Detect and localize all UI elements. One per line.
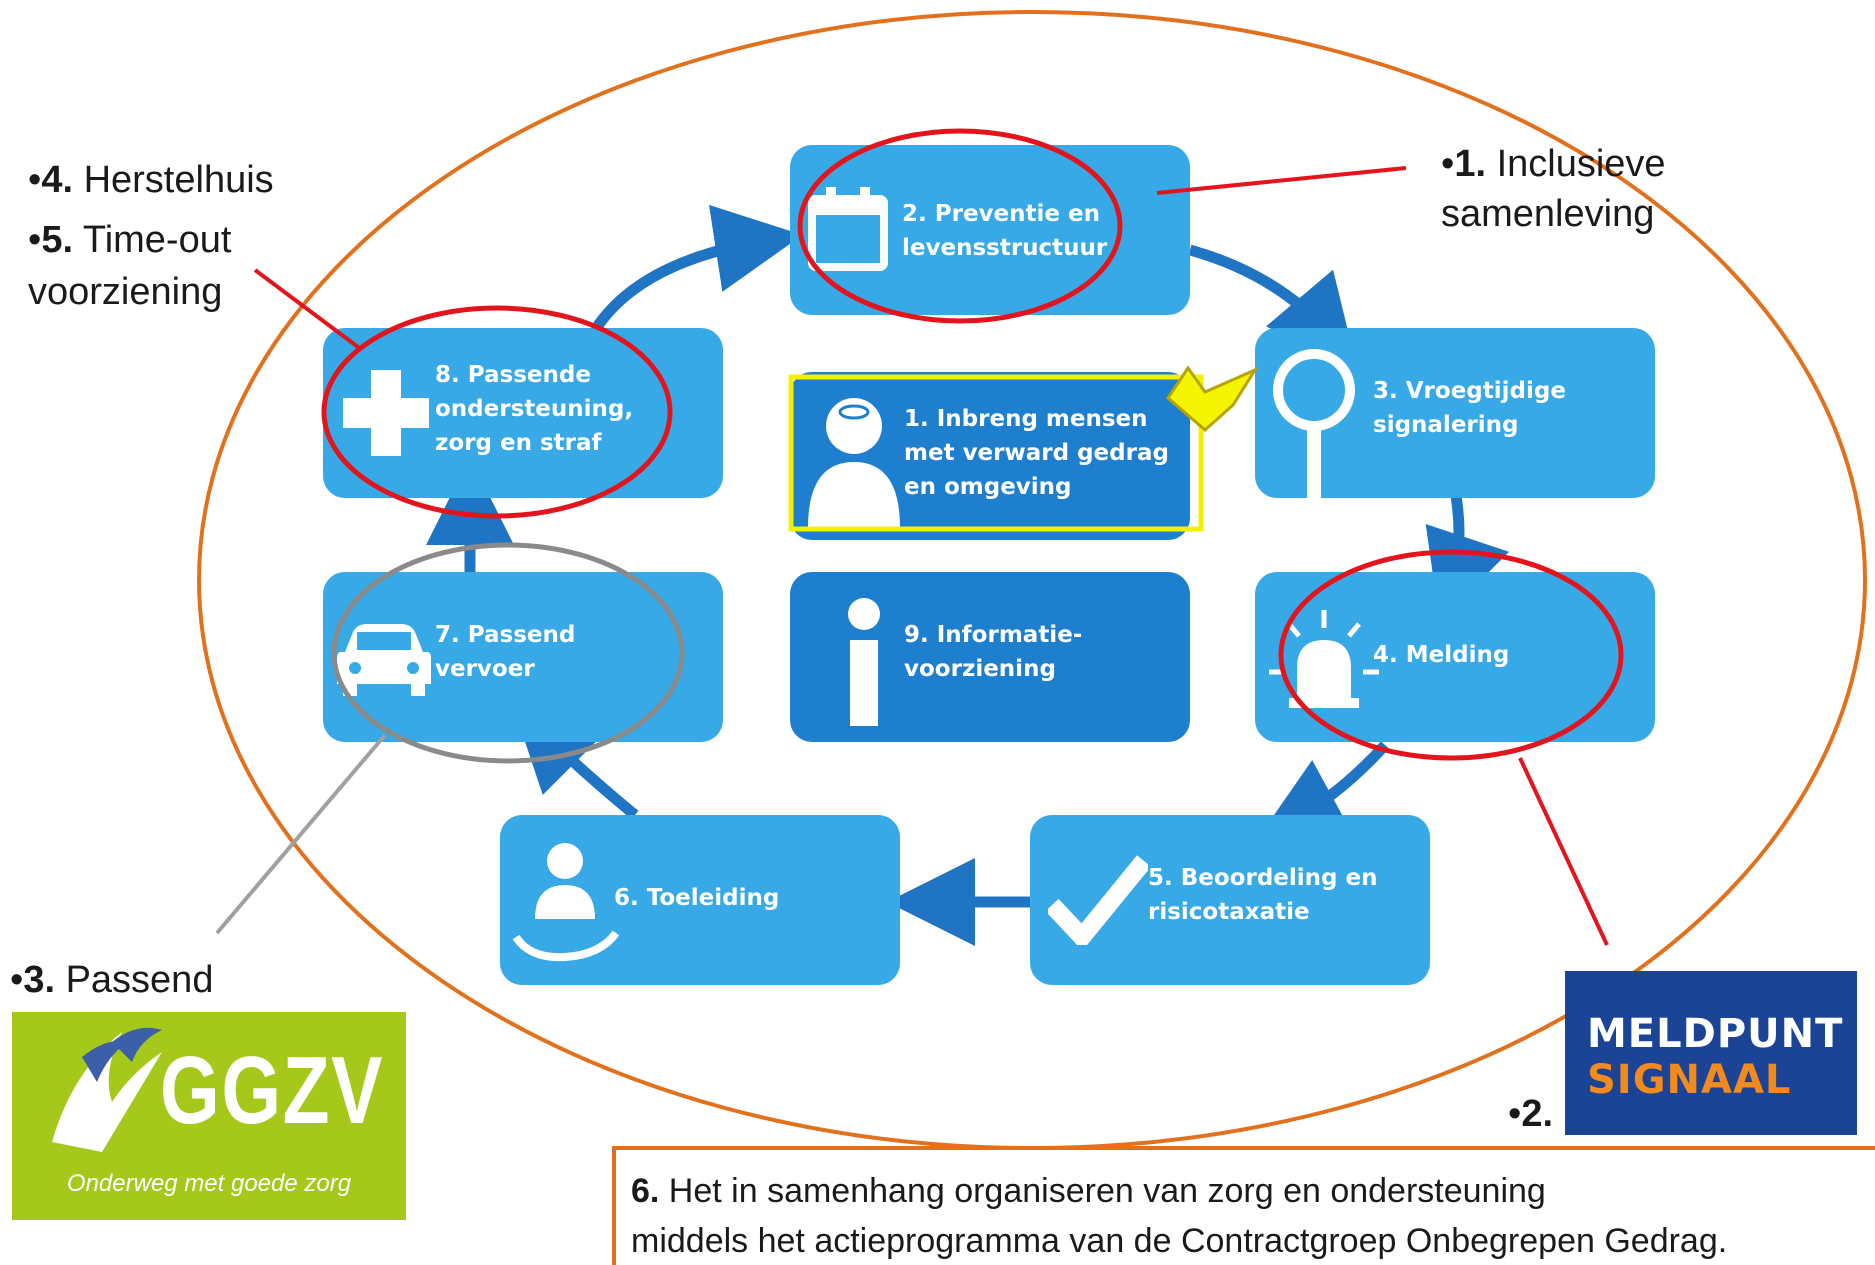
card-7-passend-vervoer: 7. Passend vervoer [323, 572, 723, 742]
info-icon [848, 598, 880, 726]
note-3-passend: •3. Passend [10, 958, 213, 1002]
note-5-time-out: •5. Time-out [28, 218, 231, 262]
meldpunt-line-2: SIGNAAL [1587, 1057, 1792, 1103]
siren-icon [1269, 610, 1379, 708]
note-2: •2. [1508, 1092, 1553, 1136]
red-ellipse-card-2 [797, 128, 1123, 324]
meldpunt-line-1: MELDPUNT [1587, 1011, 1844, 1057]
note-4-number: 4. [41, 159, 74, 201]
gray-line-note-3 [215, 733, 387, 935]
note-bullet: • [1508, 1093, 1522, 1135]
arrow-8-to-2 [590, 204, 803, 334]
note-4-text: Herstelhuis [73, 159, 274, 201]
yellow-highlight-box [788, 374, 1204, 532]
note-2-number: 2. [1521, 1093, 1554, 1135]
card-1-label: 1. Inbreng mensen met verward gedrag en … [904, 406, 1169, 500]
car-icon [337, 624, 431, 696]
ggzv-logo: GGZV Onderweg met goede zorg [12, 1012, 406, 1220]
note-5-line-2: voorziening [28, 271, 223, 313]
red-line-note-1 [1156, 166, 1407, 195]
bottom-note-text-1: Het in samenhang organiseren van zorg en… [659, 1172, 1546, 1210]
card-8-passende-ondersteuning: 8. Passende ondersteuning, zorg en straf [323, 328, 723, 498]
medical-cross-icon [343, 370, 429, 456]
card-6-toeleiding: 6. Toeleiding [500, 815, 900, 985]
note-3-number: 3. [23, 959, 56, 1001]
bottom-note-box: 6. Het in samenhang organiseren van zorg… [612, 1146, 1875, 1265]
ggzv-figure-icon [52, 1027, 162, 1152]
card-2-preventie: 2. Preventie en levensstructuur [790, 145, 1190, 315]
card-8-label: 8. Passende ondersteuning, zorg en straf [435, 362, 634, 456]
red-line-note-5 [253, 268, 364, 352]
calendar-icon [808, 187, 888, 271]
card-5-beoordeling: 5. Beoordeling en risicotaxatie [1030, 815, 1430, 985]
magnifier-icon [1273, 349, 1355, 507]
note-1-inclusieve-samenleving: •1. Inclusieve [1441, 142, 1666, 186]
note-bullet: • [28, 159, 42, 201]
note-5-number: 5. [41, 219, 74, 261]
meldpunt-signaal-logo: MELDPUNT SIGNAAL [1565, 971, 1857, 1135]
card-9-label: 9. Informatie- voorziening [904, 622, 1083, 682]
person-icon [808, 398, 900, 528]
card-7-label: 7. Passend vervoer [435, 622, 576, 682]
person-on-hand-icon [512, 843, 620, 962]
note-bullet: • [10, 959, 24, 1001]
ggzv-tagline: Onderweg met goede zorg [66, 1170, 352, 1197]
card-3-label: 3. Vroegtijdige signalering [1373, 378, 1566, 438]
card-5-label: 5. Beoordeling en risicotaxatie [1148, 865, 1378, 925]
card-3-vroegtijdige-signalering: 3. Vroegtijdige signalering [1255, 328, 1655, 507]
card-2-label: 2. Preventie en levensstructuur [902, 201, 1108, 261]
note-1-number: 1. [1454, 143, 1487, 185]
note-5-text: Time-out [73, 219, 232, 261]
note-4-herstelhuis: •4. Herstelhuis [28, 158, 274, 202]
card-1-inbreng: 1. Inbreng mensen met verward gedrag en … [790, 372, 1190, 540]
checkmark-icon [1048, 855, 1148, 945]
note-1-line-2: samenleving [1441, 193, 1655, 235]
note-3-text: Passend [55, 959, 214, 1001]
note-1-text: Inclusieve [1486, 143, 1666, 185]
gray-ellipse-card-7 [331, 542, 685, 764]
note-bullet: • [28, 219, 42, 261]
card-4-label: 4. Melding [1373, 642, 1510, 668]
arrow-2-to-3 [1188, 244, 1357, 366]
note-bullet: • [1441, 143, 1455, 185]
red-line-note-2 [1518, 757, 1609, 946]
red-ellipse-card-4 [1278, 549, 1624, 761]
ggzv-wordmark: GGZV [160, 1037, 385, 1144]
card-9-informatievoorziening: 9. Informatie- voorziening [790, 572, 1190, 742]
red-ellipse-card-8 [321, 305, 673, 519]
bottom-note-line-2: middels het actieprogramma van de Contra… [631, 1222, 1728, 1260]
bottom-note-number: 6. [631, 1172, 660, 1210]
yellow-pointer-icon [1166, 365, 1259, 432]
bottom-note-line-1: 6. Het in samenhang organiseren van zorg… [631, 1172, 1546, 1211]
card-6-label: 6. Toeleiding [614, 885, 780, 911]
